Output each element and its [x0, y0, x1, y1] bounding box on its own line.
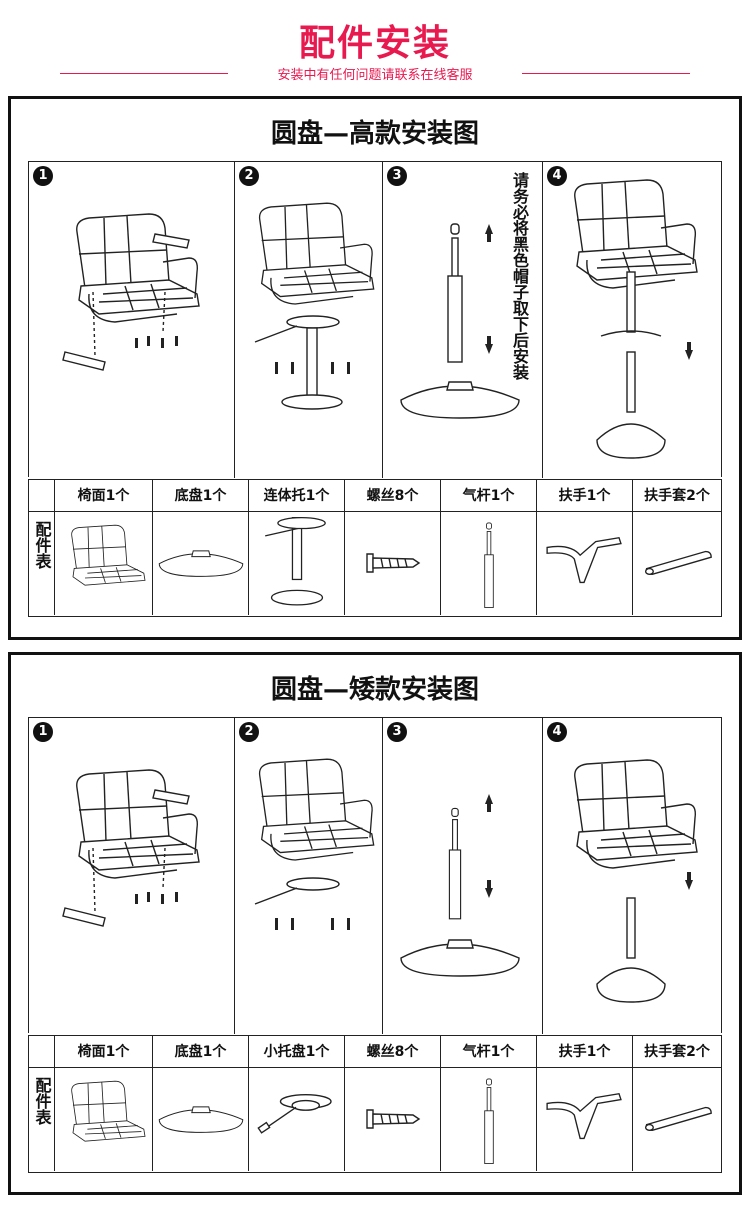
panel-low-version: 圆盘—矮款安装图 1 2 — [8, 652, 742, 1195]
part-base-disc: 底盘1个 — [153, 1036, 249, 1171]
panel-high-version: 圆盘—高款安装图 1 2 — [8, 96, 742, 640]
armrest-sleeve-icon — [644, 550, 712, 575]
arrow-up-icon — [485, 794, 493, 812]
base-disc-icon — [400, 939, 520, 977]
page-header: 配件安装 安装中有任何问题请联系在线客服 — [0, 0, 750, 92]
header-subtitle: 安装中有任何问题请联系在线客服 — [277, 68, 473, 83]
armrest-sleeve-icon — [152, 233, 190, 249]
small-tray-icon — [257, 1094, 332, 1134]
armrest-sleeve-icon — [62, 907, 106, 927]
step-2-illustration — [254, 162, 383, 410]
step-4-illustration — [543, 718, 723, 1003]
base-disc-icon — [400, 381, 520, 419]
step-2: 2 — [235, 718, 383, 1034]
panel-title: 圆盘—矮款安装图 — [270, 675, 479, 705]
step-4-illustration — [543, 162, 723, 459]
parts-side-label: 配件表 — [29, 480, 55, 615]
step-2-illustration — [254, 718, 383, 930]
screws-icon — [135, 892, 178, 904]
step-number: 3 — [387, 722, 407, 742]
step-number: 2 — [239, 166, 259, 186]
armrest-sleeve-icon — [152, 789, 190, 805]
part-seat: 椅面1个 — [55, 480, 153, 615]
armrest-sleeve-icon — [62, 351, 106, 371]
part-integrated-support: 连体托1个 — [249, 480, 345, 615]
part-seat: 椅面1个 — [55, 1036, 153, 1171]
gas-lift-icon — [626, 897, 636, 959]
step-1: 1 — [29, 718, 235, 1034]
parts-table: 配件表 椅面1个 底盘1个 小托盘1个 螺丝8个 气杆1个 扶手1个 扶手套2个 — [28, 1035, 722, 1173]
step-2: 2 — [235, 162, 383, 478]
base-disc-icon — [596, 967, 666, 1003]
step-1-illustration — [62, 718, 235, 927]
part-small-tray: 小托盘1个 — [249, 1036, 345, 1171]
step-1: 1 — [29, 162, 235, 478]
seat-icon — [71, 524, 146, 586]
gas-lift-icon — [484, 1078, 494, 1165]
arrow-up-icon — [485, 224, 493, 242]
header-divider-right — [522, 73, 690, 74]
base-disc-icon — [596, 423, 666, 459]
step-4: 4 — [543, 718, 723, 1034]
screws-icon — [275, 918, 350, 930]
step-number: 2 — [239, 722, 259, 742]
part-armrest-sleeve: 扶手套2个 — [633, 480, 721, 615]
part-armrest: 扶手1个 — [537, 480, 633, 615]
step-3-illustration — [400, 223, 520, 419]
screw-icon — [366, 553, 420, 573]
parts-side-label: 配件表 — [29, 1036, 55, 1171]
step-number: 1 — [33, 722, 53, 742]
arrow-down-icon — [485, 336, 493, 354]
part-screws: 螺丝8个 — [345, 1036, 441, 1171]
step-4: 4 — [543, 162, 723, 478]
step-3: 3 请务必将黑色帽子取下后安装 — [383, 162, 543, 478]
parts-table: 配件表 椅面1个 底盘1个 连体托1个 螺丝8个 气杆1个 扶手1个 扶手套2个 — [28, 479, 722, 617]
armrest-icon — [546, 1093, 622, 1140]
panel-title: 圆盘—高款安装图 — [270, 119, 479, 149]
header-divider-left — [60, 73, 228, 74]
part-armrest-sleeve: 扶手套2个 — [633, 1036, 721, 1171]
arrow-down-icon — [685, 342, 693, 360]
part-gas-lift: 气杆1个 — [441, 1036, 537, 1171]
gas-lift-icon — [484, 522, 494, 609]
armrest-icon — [546, 537, 622, 584]
gas-lift-icon — [626, 351, 636, 413]
base-disc-icon — [158, 550, 244, 577]
part-armrest: 扶手1个 — [537, 1036, 633, 1171]
step-3: 3 — [383, 718, 543, 1034]
screw-icon — [366, 1109, 420, 1129]
base-disc-icon — [158, 1106, 244, 1133]
gas-lift-icon — [448, 807, 462, 920]
step-3-illustration — [400, 794, 520, 977]
part-screws: 螺丝8个 — [345, 480, 441, 615]
part-gas-lift: 气杆1个 — [441, 480, 537, 615]
step-number: 1 — [33, 166, 53, 186]
armrest-sleeve-icon — [644, 1106, 712, 1131]
step-1-illustration — [62, 162, 235, 371]
remove-cap-note: 请务必将黑色帽子取下后安装 — [510, 172, 529, 380]
gas-lift-icon — [447, 223, 463, 363]
step-number: 4 — [547, 722, 567, 742]
seat-icon — [71, 1080, 146, 1142]
step-number: 4 — [547, 166, 567, 186]
installation-steps: 1 2 — [28, 161, 723, 478]
integrated-support-icon — [264, 516, 326, 606]
arrow-down-icon — [485, 880, 493, 898]
part-base-disc: 底盘1个 — [153, 480, 249, 615]
step-number: 3 — [387, 166, 407, 186]
page-title: 配件安装 — [298, 23, 451, 64]
screws-icon — [275, 362, 350, 374]
installation-steps: 1 2 — [28, 717, 723, 1034]
screws-icon — [135, 336, 178, 348]
arrow-down-icon — [685, 872, 693, 890]
